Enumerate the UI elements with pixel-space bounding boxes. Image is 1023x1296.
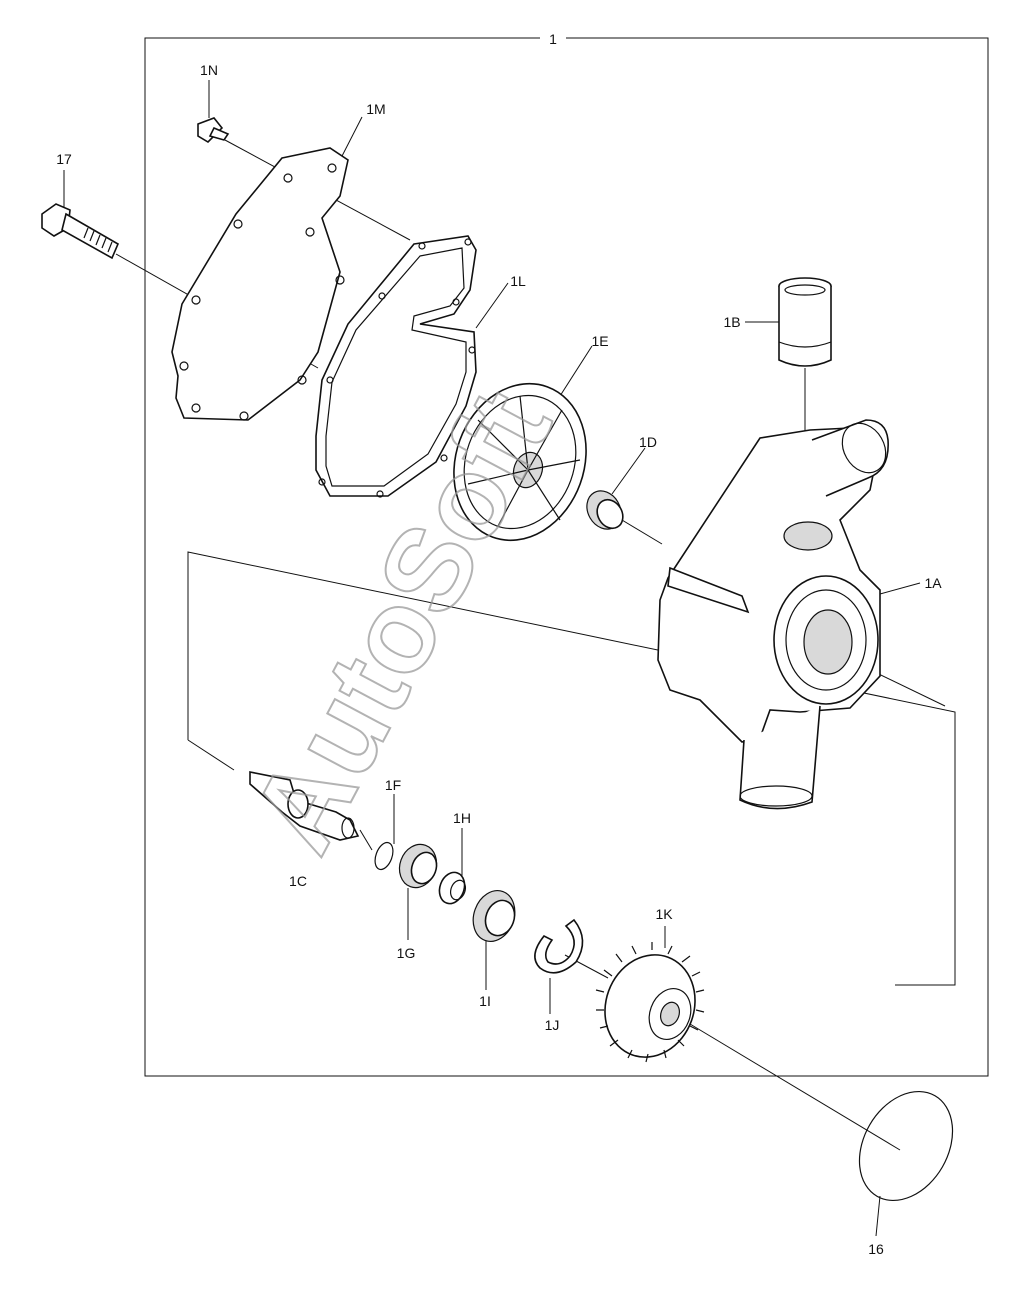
label-1g: 1G	[397, 945, 416, 961]
seal-1d	[586, 490, 624, 530]
label-1b: 1B	[723, 314, 740, 330]
screw-1n	[197, 117, 230, 144]
label-1c: 1C	[289, 873, 307, 889]
clip-1j	[534, 918, 584, 974]
bearing-1g	[398, 843, 438, 889]
label-1j: 1J	[545, 1017, 560, 1033]
assembly-frame	[144, 37, 989, 1077]
sleeve-1b	[778, 277, 832, 367]
label-1n: 1N	[200, 62, 218, 78]
shaft-1c	[249, 771, 360, 841]
pump-housing-1a	[657, 419, 889, 810]
gasket-1l	[315, 235, 477, 498]
label-1m: 1M	[366, 101, 385, 117]
label-1e: 1E	[591, 333, 608, 349]
label-16: 16	[868, 1241, 884, 1257]
label-1k: 1K	[655, 906, 673, 922]
oring-1f	[374, 841, 394, 871]
label-17: 17	[56, 151, 72, 167]
label-assembly-1: 1	[549, 31, 557, 47]
bolt-17	[41, 203, 120, 260]
label-1a: 1A	[924, 575, 942, 591]
label-1l: 1L	[510, 273, 526, 289]
spacer-1h	[438, 871, 467, 905]
label-1i: 1I	[479, 993, 491, 1009]
cover-plate-1m	[171, 147, 349, 421]
oring-16	[858, 1090, 954, 1202]
impeller-1e	[453, 382, 587, 542]
label-1h: 1H	[453, 810, 471, 826]
label-1f: 1F	[385, 777, 401, 793]
callout-labels: 1 17 1N 1M 1L 1E 1D 1B 1A 1F 1C 1H 1G 1I…	[56, 31, 942, 1257]
label-1d: 1D	[639, 434, 657, 450]
gear-1k	[595, 942, 705, 1063]
subassembly-bracket	[187, 551, 956, 986]
bearing-1i	[472, 890, 516, 942]
